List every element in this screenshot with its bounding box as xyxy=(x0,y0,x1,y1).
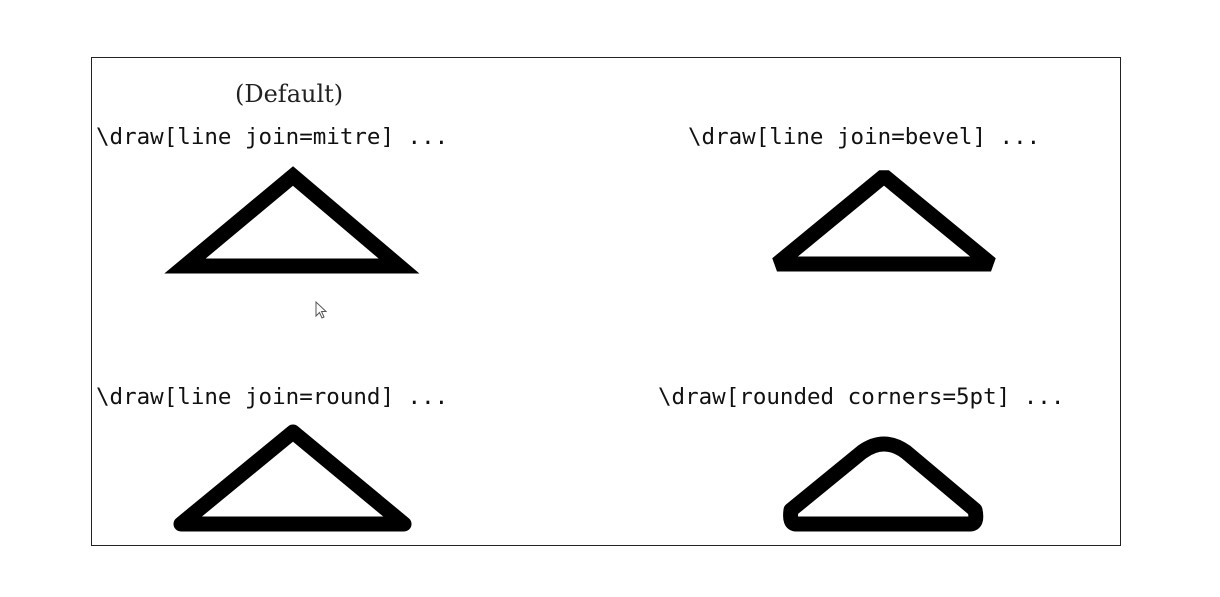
default-note: (Default) xyxy=(235,80,344,108)
triangle-round-join xyxy=(173,424,412,532)
caption-line-join-round: \draw[line join=round] ... xyxy=(96,384,449,410)
triangle-mitre-join xyxy=(164,166,420,274)
triangle-rounded-corners xyxy=(783,436,984,532)
caption-rounded-corners: \draw[rounded corners=5pt] ... xyxy=(658,384,1065,410)
mouse-pointer-icon xyxy=(315,300,328,319)
triangle-bevel-join xyxy=(772,170,996,272)
caption-line-join-bevel: \draw[line join=bevel] ... xyxy=(688,124,1041,150)
caption-line-join-mitre: \draw[line join=mitre] ... xyxy=(96,124,449,150)
